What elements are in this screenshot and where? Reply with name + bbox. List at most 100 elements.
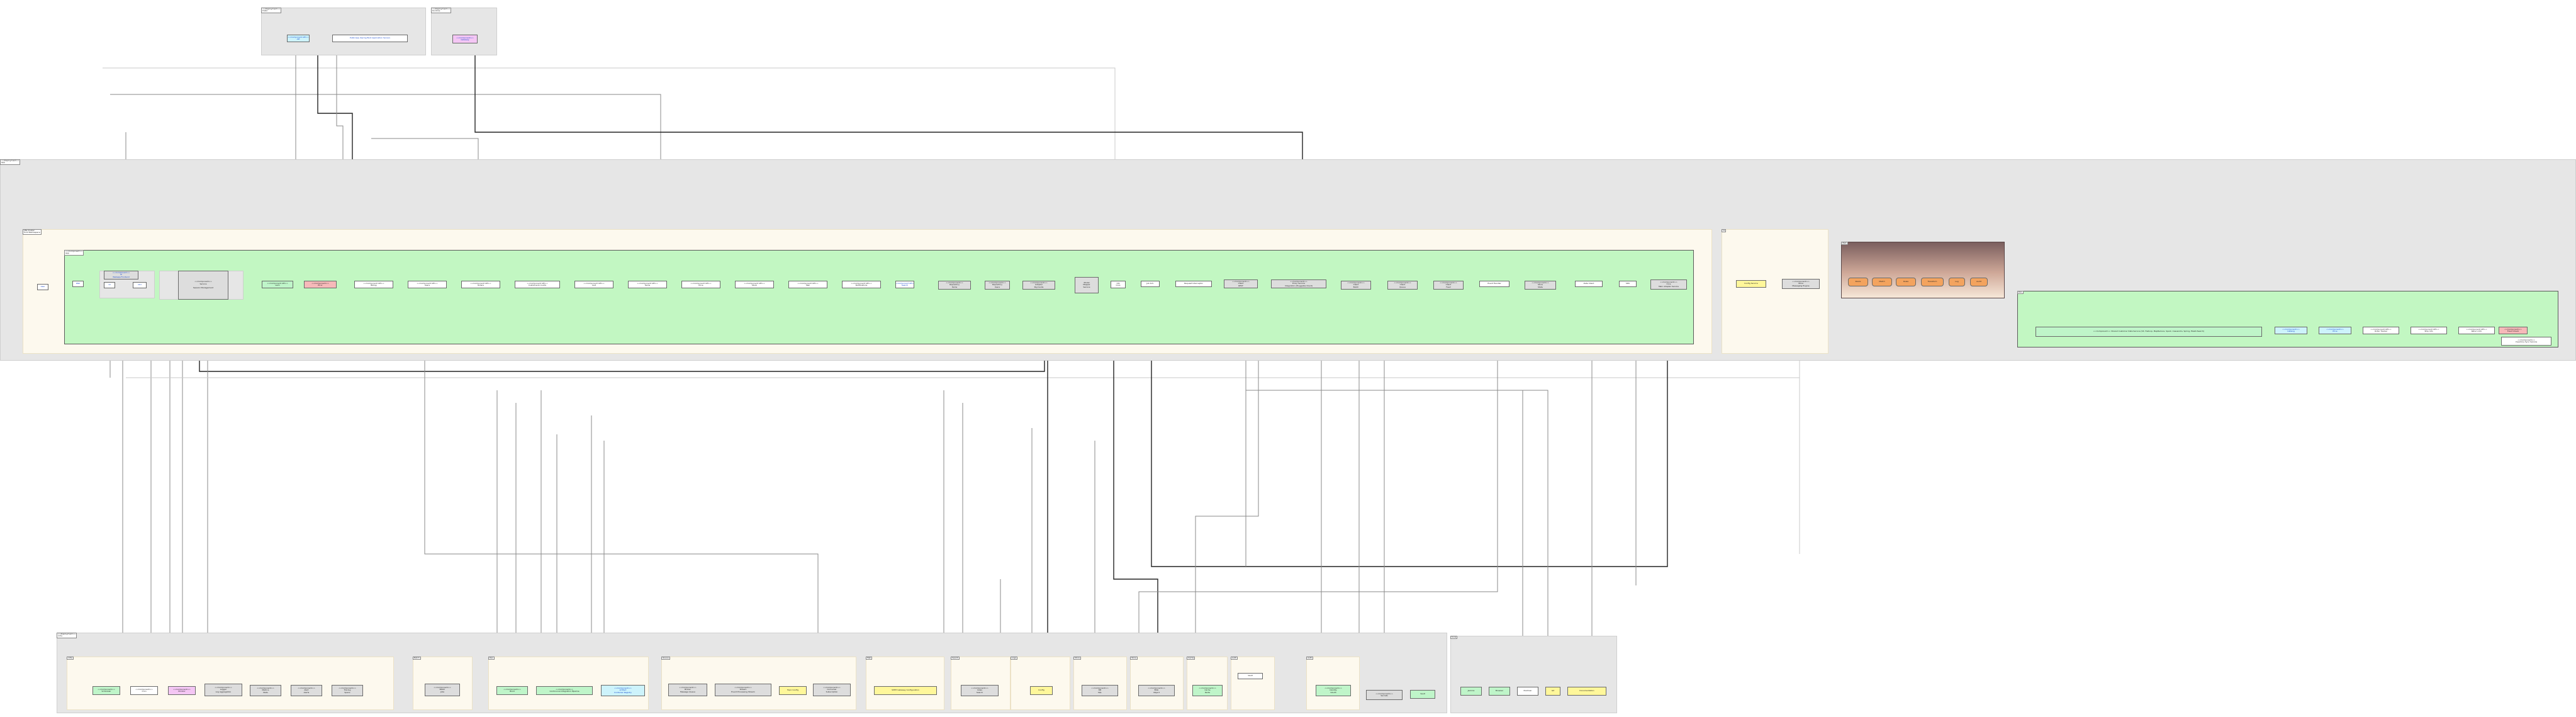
region-label: <<Component>> App xyxy=(64,250,84,256)
client-feed[interactable]: <<Component>> Client Feed xyxy=(1433,281,1464,290)
infra-monitor[interactable]: <<Component>> Monitor xyxy=(168,686,196,695)
svc-items[interactable]: <<Component API>> Items xyxy=(628,281,667,288)
logs-region: Logs Config xyxy=(1011,657,1070,710)
region-label: <<Deployment>> Public xyxy=(261,8,282,13)
ext-fraud-check[interactable]: <<Component>> Fraud Check xyxy=(2499,327,2528,334)
cache-redis[interactable]: <<Component>> Cache Redis xyxy=(1192,685,1223,696)
job-scheduler[interactable]: Job Sch. xyxy=(1141,281,1160,287)
sdk-node[interactable]: SDK xyxy=(1619,281,1637,287)
queue-broker[interactable]: <<Component>> Broker Message Queue xyxy=(668,684,707,696)
smtp-gateway-config[interactable]: SMTP Gateway Configuration xyxy=(874,686,937,695)
svc-accounts[interactable]: <<Component API>> CustomerAccounts xyxy=(515,281,560,288)
rules-node[interactable]: Rules xyxy=(1896,278,1916,286)
repo-users[interactable]: <<Component>> Repository Users xyxy=(985,281,1010,290)
event-handler[interactable]: Event Handler xyxy=(1479,281,1509,287)
client-rest[interactable]: <<Component>> Client REST xyxy=(1224,279,1258,288)
ext-inventory-sync[interactable]: <<Component>> Inventory Sync Service xyxy=(2501,337,2551,346)
infra-region: infra <<Component>> Scheduler <<Componen… xyxy=(67,657,394,710)
queue-topic-config[interactable]: Topic Config xyxy=(779,686,807,695)
search-index[interactable]: <<Component>> Index Search xyxy=(961,685,999,696)
queue-consumer[interactable]: <<Component>> Consumer Subscription xyxy=(813,684,851,696)
client-queue[interactable]: <<Component>> Client Queue xyxy=(1387,281,1418,290)
svc-price[interactable]: <<Component API>> Price xyxy=(681,281,720,288)
store-sql[interactable]: <<Component>> DB SQL xyxy=(1082,685,1118,696)
svc-users[interactable]: <<Component API>> Users xyxy=(408,281,447,288)
cache-region: Cache <<Component>> Cache Redis xyxy=(1187,657,1228,710)
audit-node[interactable]: Audit xyxy=(1970,278,1988,286)
log-node[interactable]: Log xyxy=(1949,278,1965,286)
logs-config[interactable]: Config xyxy=(1030,686,1053,695)
region-label: Cache xyxy=(1187,657,1196,660)
svc-search[interactable]: <<Component API>> Search xyxy=(895,281,914,288)
ui-sub-a[interactable]: UI xyxy=(104,282,115,288)
web-node[interactable]: Web xyxy=(72,281,84,287)
region-label: infra xyxy=(67,657,74,660)
shared-data-service[interactable]: <<Component>> Shared Customer Data Servi… xyxy=(2036,327,2262,337)
messaging-engine[interactable]: <<Component>> Store Messaging Engine xyxy=(1782,279,1820,289)
util-core[interactable]: Util Core xyxy=(1111,281,1126,288)
match-node[interactable]: Match xyxy=(1872,278,1892,286)
region-label: tools xyxy=(1450,636,1458,640)
tools-documentation[interactable]: Documentation xyxy=(1567,687,1606,696)
ext-catalog[interactable]: <<Component>> Catalog xyxy=(2275,327,2307,334)
ext-return-info[interactable]: <<Component API>> Return Info xyxy=(2458,327,2495,334)
proxy-integration[interactable]: <<Component>> Proxy Service Integration … xyxy=(1271,279,1326,288)
ext-order-tracker[interactable]: <<Component API>> Order Tracker xyxy=(2363,327,2399,334)
region-label: k8s Cluster front Namespace xyxy=(23,229,42,235)
tools-postman[interactable]: Postman xyxy=(1517,687,1538,696)
dev-build[interactable]: <<Component>> Build xyxy=(496,686,528,695)
dev-artifact-registry[interactable]: <<Component>> Artifact Container Registr… xyxy=(601,685,645,696)
infra-alert[interactable]: <<Component>> Alert Alerts xyxy=(291,685,322,696)
queue-stream[interactable]: <<Component>> Stream Event Processing St… xyxy=(715,684,771,696)
route-node[interactable]: Route xyxy=(1848,278,1868,286)
edge xyxy=(126,377,1800,554)
model-mapper[interactable]: Model Mapper Service xyxy=(1075,277,1099,293)
config-service[interactable]: Config Service xyxy=(1736,280,1766,288)
dev-region: Dev <<Component>> Build <<Component>> Co… xyxy=(488,657,649,710)
adapter-payments[interactable]: <<Component>> Adapter Payments xyxy=(1022,281,1055,290)
core-adapter[interactable]: <<Component>> Core Main Adapter Service xyxy=(1650,279,1687,290)
ext-region: Ext. <<Component>> Shared Customer Data … xyxy=(2017,291,2558,347)
user-node[interactable]: User xyxy=(37,284,48,290)
request-interceptor[interactable]: Request Interceptor xyxy=(1175,281,1212,287)
infra-metrics[interactable]: <<Component>> Metrics Stats xyxy=(250,685,281,696)
region-label: <<Deployment>> Runtime xyxy=(431,8,452,13)
store-blob[interactable]: <<Component>> Blob Object xyxy=(1138,685,1175,696)
k8s-namespace: k8s Cluster front Namespace User <<Compo… xyxy=(23,229,1712,354)
vault-node[interactable]: Vault xyxy=(1410,690,1435,699)
auth-oauth[interactable]: <<Component>> Identity OAuth xyxy=(1316,685,1351,696)
infra-cron[interactable]: <<Component>> Cron xyxy=(130,686,158,695)
data-client[interactable]: Data Client xyxy=(1575,281,1603,287)
svc-notifications[interactable]: <<Component API>> Notifications xyxy=(842,281,881,288)
ui-sub-b[interactable]: Ctrl xyxy=(133,282,147,288)
region-label: Batch xyxy=(413,657,421,660)
secrets-node[interactable]: <<Component>> Secrets xyxy=(1366,690,1403,700)
service-component[interactable]: <<Component>> Service Session Management xyxy=(178,271,228,300)
transform-node[interactable]: Transform xyxy=(1921,278,1944,286)
auth-placeholder[interactable]: Vault xyxy=(1238,673,1263,679)
store-state[interactable]: <<Component>> Store State xyxy=(1525,281,1556,290)
ext-ship-info[interactable]: <<Component API>> Ship Info xyxy=(2411,327,2447,334)
api-component[interactable]: <<Component API>> API xyxy=(287,35,310,42)
dev-ci-pipeline[interactable]: <<Component>> Continuous Integration Pip… xyxy=(536,686,593,695)
infra-logger[interactable]: <<Component>> Logger Log Aggregation xyxy=(204,684,242,696)
batch-jobs[interactable]: <<Component>> Batch Jobs xyxy=(425,684,460,696)
gateway-component[interactable]: <<Component>> Gateway xyxy=(452,35,478,43)
tools-browser[interactable]: Browser xyxy=(1489,687,1510,696)
error-component[interactable]: <<Component>> Error xyxy=(304,281,337,288)
svc-billing[interactable]: <<Component API>> Billing xyxy=(354,281,393,288)
tools-jenkins[interactable]: Jenkins xyxy=(1460,687,1482,696)
tools-git[interactable]: Git xyxy=(1545,687,1560,696)
infra-tracing[interactable]: <<Component>> Tracing Spans xyxy=(332,685,363,696)
infra-scheduler[interactable]: <<Component>> Scheduler xyxy=(92,686,120,695)
svc-a[interactable]: <<Component API>> Auth xyxy=(262,281,293,288)
svc-cart[interactable]: <<Component API>> Cart xyxy=(574,281,613,288)
client-batch[interactable]: <<Component>> Client Batch xyxy=(1341,281,1371,290)
ext-price[interactable]: <<Component>> Price xyxy=(2319,327,2351,334)
svc-mail[interactable]: <<Component API>> Mail xyxy=(788,281,827,288)
repo-items[interactable]: <<Component>> Repository Items xyxy=(938,281,971,290)
ui-component[interactable]: <<Component>> UI Webapp.Frontend xyxy=(104,271,138,279)
svc-orders[interactable]: <<Component API>> Orders xyxy=(461,281,500,288)
svc-stock[interactable]: <<Component API>> Stock xyxy=(735,281,774,288)
public-app-server[interactable]: PublicApp (Spring Boot Application Serve… xyxy=(332,35,408,42)
